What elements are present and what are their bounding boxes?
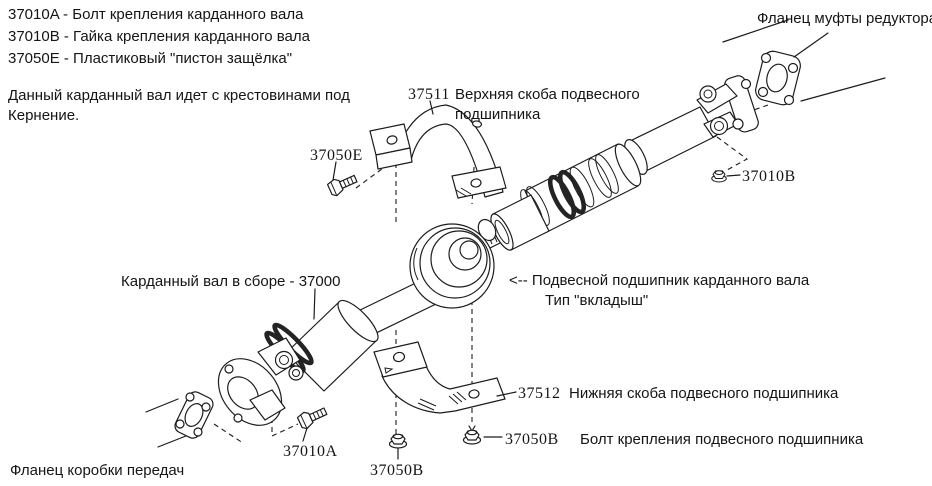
lower-bracket-part-number: 37512 (518, 385, 561, 402)
front-flange-label: Фланец коробки передач (10, 462, 185, 479)
bolt-37050e-drawing (326, 174, 358, 197)
note-paragraph: Данный карданный вал идет с крестовинами… (8, 87, 350, 124)
nut-37050b-right-drawing (462, 429, 482, 445)
note-37010a: 37010A - Болт крепления карданного вала (8, 6, 304, 23)
slip-yoke-drawing (490, 194, 550, 251)
bearing-bolt-part-number: 37050B (505, 431, 559, 448)
bearing-label-line2: Тип "вкладыш" (545, 292, 649, 309)
bolt-37010a-drawing (296, 407, 328, 430)
gearbox-flange-drawing (145, 391, 214, 448)
upper-bracket-drawing (369, 104, 507, 199)
rear-coupling-flange-drawing (755, 50, 801, 106)
lower-bracket-drawing (373, 341, 506, 414)
note-37010b: 37010B - Гайка крепления карданного вала (8, 28, 310, 45)
leader-lines (302, 32, 829, 460)
bearing-bolt-label: Болт крепления подвесного подшипника (580, 431, 864, 448)
assembly-label: Карданный вал в сборе - 37000 (121, 273, 341, 290)
rear-flange-label: Фланец муфты редуктора (757, 10, 932, 27)
center-bearing-drawing (409, 218, 497, 309)
shaft-bolt-part-number: 37010A (283, 443, 338, 460)
upper-bracket-label: Верхняя скоба подвесного подшипника (455, 86, 640, 123)
axis-lines (722, 19, 886, 102)
rear-ujoint-drawing (696, 75, 759, 138)
front-ujoint-drawing (217, 337, 304, 426)
bearing-bolt-part-number-bottom: 37050B (370, 462, 424, 479)
upper-bracket-part-number: 37511 (408, 86, 450, 103)
nut-37010b-drawing (711, 170, 727, 183)
bearing-label-line1: <-- Подвесной подшипник карданного вала (509, 272, 810, 289)
nut-part-number: 37010B (742, 168, 796, 185)
nut-37050b-left-drawing (388, 433, 408, 449)
lower-bracket-label: Нижняя скоба подвесного подшипника (569, 385, 839, 402)
plastic-pin-part-number: 37050E (310, 147, 363, 164)
note-37050e: 37050E - Пластиковый "пистон защёлка" (8, 50, 293, 67)
